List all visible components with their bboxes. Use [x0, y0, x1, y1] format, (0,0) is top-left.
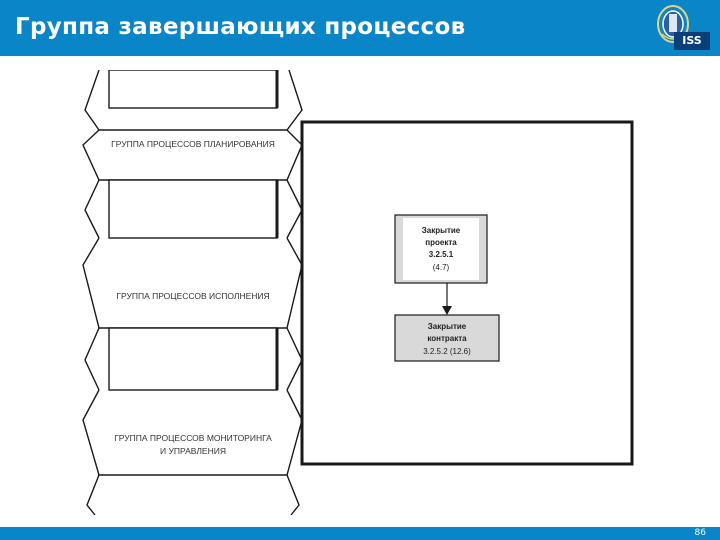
close-project-line2: проекта — [425, 238, 457, 247]
page-number: 86 — [694, 528, 706, 538]
close-contract-line3: 3.2.5.2 (12.6) — [423, 347, 471, 356]
closing-group-frame — [300, 120, 634, 466]
logo-badge: ISS — [674, 32, 710, 50]
top-group-fragment — [84, 69, 303, 131]
planning-box — [108, 179, 278, 239]
close-contract-line1: Закрытие — [428, 322, 467, 331]
execution-group-shape — [82, 237, 303, 329]
monitoring-group-shape — [82, 389, 303, 476]
execution-box — [108, 327, 278, 391]
close-contract-line2: контракта — [427, 334, 467, 343]
monitoring-group-label-line2: И УПРАВЛЕНИЯ — [160, 446, 226, 456]
process-group-chain — [82, 69, 303, 516]
planning-group-label: ГРУППА ПРОЦЕССОВ ПЛАНИРОВАНИЯ — [111, 139, 275, 149]
top-group-box — [108, 69, 278, 109]
slide-header: Группа завершающих процессов ISS — [0, 0, 720, 56]
process-diagram: ГРУППА ПРОЦЕССОВ ПЛАНИРОВАНИЯ ГРУППА ПРО… — [82, 69, 634, 516]
bottom-group-fragment — [86, 474, 100, 516]
slide-footer: 86 — [0, 527, 720, 540]
flow-arrow-head — [442, 306, 452, 315]
slide-title: Группа завершающих процессов — [15, 14, 466, 40]
close-project-line3: 3.2.5.1 — [429, 250, 454, 259]
monitoring-group-label-line1: ГРУППА ПРОЦЕССОВ МОНИТОРИНГА — [114, 433, 272, 443]
close-contract-box — [394, 314, 500, 362]
execution-group-label: ГРУППА ПРОЦЕССОВ ИСПОЛНЕНИЯ — [116, 291, 269, 301]
close-project-line4: (4.7) — [433, 263, 450, 272]
planning-group-shape — [82, 129, 303, 181]
university-logo: ISS — [650, 2, 714, 54]
close-project-line1: Закрытие — [422, 226, 461, 235]
diagram-canvas: ГРУППА ПРОЦЕССОВ ПЛАНИРОВАНИЯ ГРУППА ПРО… — [37, 69, 673, 516]
